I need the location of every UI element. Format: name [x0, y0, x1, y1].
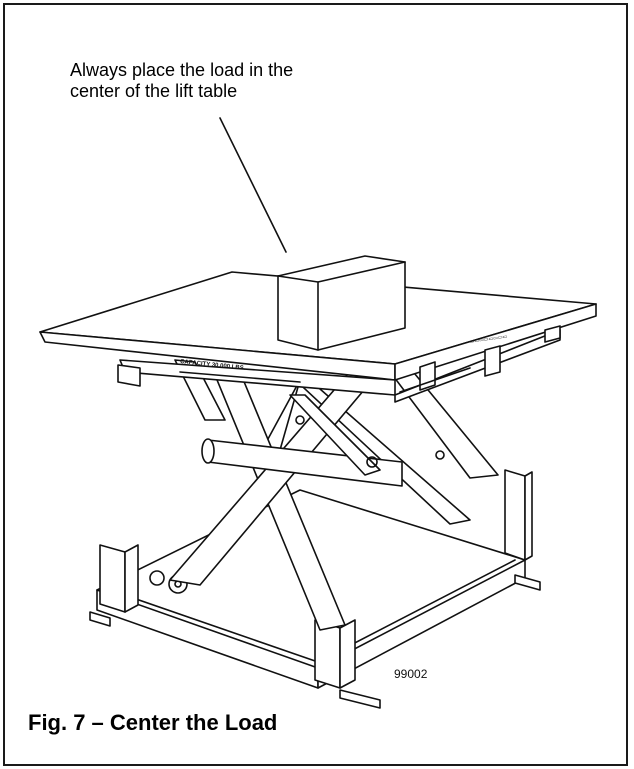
figure-frame	[3, 3, 628, 766]
callout-line-1: Always place the load in the	[70, 60, 294, 80]
callout-line-2: center of the lift table	[70, 81, 238, 101]
base-frame	[89, 469, 541, 709]
leader-line	[219, 117, 287, 253]
figure-number: 99002	[394, 667, 428, 681]
lift-platform: CAPACITY 30,000 LBS. ▭▭▭▭▭▭▭▭	[39, 271, 597, 403]
scissor-legs	[169, 359, 499, 631]
callout-text: Always place the load in the center of t…	[70, 60, 410, 102]
load-box	[277, 255, 406, 351]
figure-caption: Fig. 7 – Center the Load	[28, 710, 278, 735]
platform-label-right: ▭▭▭▭▭▭▭▭	[469, 334, 508, 345]
